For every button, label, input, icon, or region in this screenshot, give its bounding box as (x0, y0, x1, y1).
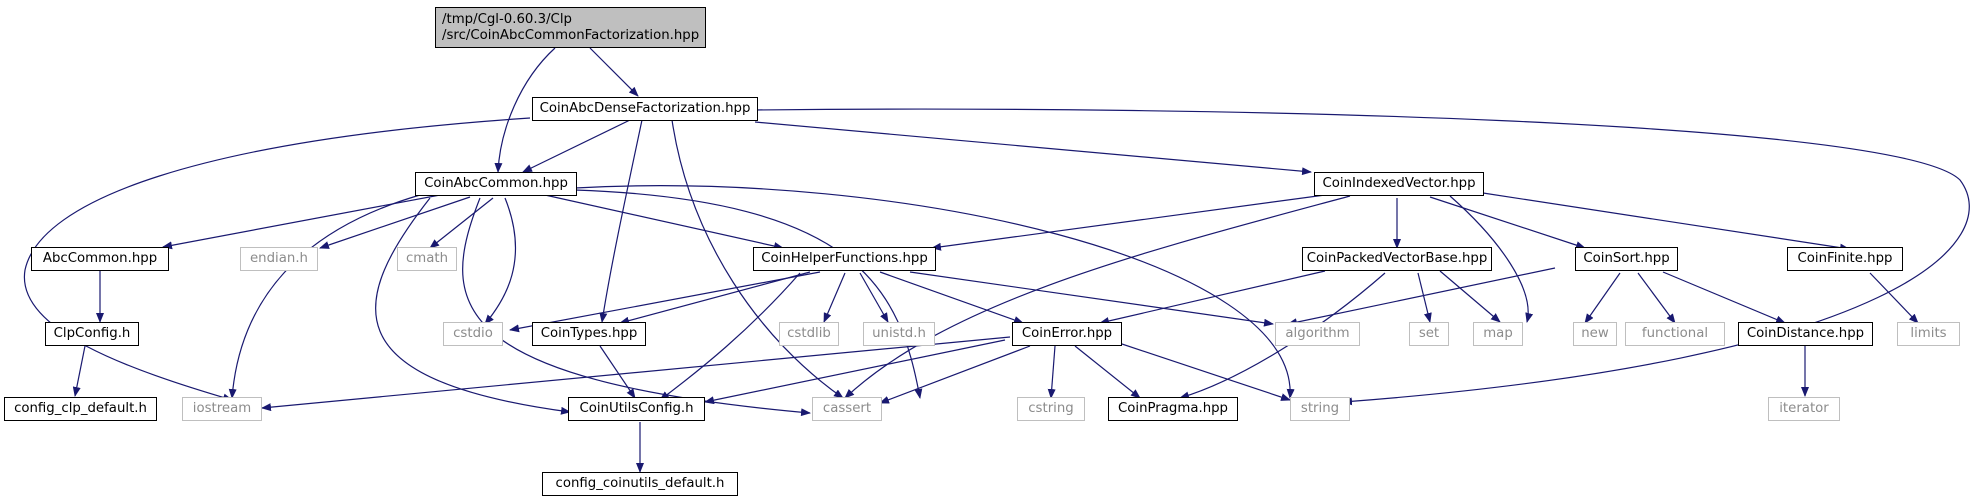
node-indexed-vector[interactable]: CoinIndexedVector.hpp (1314, 172, 1484, 196)
edge-packed-map (1439, 270, 1501, 323)
edge-dense-indexed (754, 121, 1312, 176)
edge-error-cstring (1047, 345, 1056, 399)
edge-sort-algorithm (1287, 267, 1556, 327)
node-algorithm[interactable]: algorithm (1275, 322, 1360, 346)
edge-common-string (574, 185, 1295, 399)
edge-dense-types (599, 119, 643, 323)
node-dense-factorization[interactable]: CoinAbcDenseFactorization.hpp (532, 97, 758, 121)
edge-sort-distance (1662, 271, 1786, 324)
edge-common-cstdio (484, 197, 517, 325)
edge-common-endian (319, 196, 471, 249)
edge-root-common (494, 47, 556, 173)
node-packed-vector-base[interactable]: CoinPackedVectorBase.hpp (1302, 247, 1492, 271)
node-cstdlib[interactable]: cstdlib (779, 322, 839, 346)
edge-common-cmath (429, 197, 494, 249)
edge-helper-utilsconfig (659, 272, 801, 401)
node-config-coinutils-default[interactable]: config_coinutils_default.h (542, 472, 738, 496)
edge-dense-cassert (671, 119, 844, 399)
edge-dense-common (522, 119, 631, 173)
node-map[interactable]: map (1473, 322, 1523, 346)
node-endian[interactable]: endian.h (240, 247, 318, 271)
edge-clpconfig-configclp (72, 345, 86, 397)
node-abc-common-h[interactable]: AbcCommon.hpp (31, 247, 169, 271)
root-line-2: /src/CoinAbcCommonFactorization.hpp (442, 27, 700, 43)
edge-helper-cstdio (509, 271, 821, 333)
edge-indexed-sort (1429, 196, 1586, 249)
edge-error-cassert (879, 345, 1031, 404)
node-limits[interactable]: limits (1897, 322, 1960, 346)
node-functional[interactable]: functional (1625, 322, 1725, 346)
edge-error-iostream (261, 336, 1011, 412)
edge-error-utilsconfig (704, 339, 1006, 405)
node-abc-common[interactable]: CoinAbcCommon.hpp (415, 172, 577, 196)
node-cmath[interactable]: cmath (397, 247, 457, 271)
node-coin-sort[interactable]: CoinSort.hpp (1575, 247, 1678, 271)
edge-indexed-map (1449, 195, 1534, 323)
edge-helper-cstdlib (823, 272, 846, 323)
edge-common-cassert (462, 197, 811, 417)
node-iostream[interactable]: iostream (182, 397, 262, 421)
edge-indexed-cassert (844, 195, 1351, 399)
node-unistd[interactable]: unistd.h (863, 322, 935, 346)
edge-sort-new (1584, 272, 1621, 324)
edge-indexed-finite (1482, 192, 1850, 252)
node-config-clp-default[interactable]: config_clp_default.h (4, 397, 157, 421)
node-clp-config[interactable]: ClpConfig.h (45, 322, 139, 346)
node-string[interactable]: string (1290, 397, 1350, 421)
node-iterator[interactable]: iterator (1768, 397, 1840, 421)
node-set[interactable]: set (1409, 322, 1449, 346)
edge-common-iostream (228, 194, 421, 399)
edge-common-pragma (574, 189, 923, 399)
node-coin-types[interactable]: CoinTypes.hpp (532, 322, 646, 346)
node-utils-config[interactable]: CoinUtilsConfig.h (568, 397, 705, 421)
edge-common-utilsconfig (375, 197, 571, 415)
root-line-1: /tmp/Cgl-0.60.3/Clp (442, 11, 572, 27)
node-helper-functions[interactable]: CoinHelperFunctions.hpp (753, 247, 936, 271)
edge-common-helper (544, 194, 784, 250)
node-cassert[interactable]: cassert (812, 397, 882, 421)
edge-packed-error (1099, 270, 1326, 325)
node-coin-pragma[interactable]: CoinPragma.hpp (1108, 397, 1238, 421)
edge-types-utilsconfig (599, 345, 636, 399)
node-cstring[interactable]: cstring (1017, 397, 1085, 421)
edge-error-pragma (1074, 345, 1141, 399)
edge-sort-functional (1637, 272, 1676, 324)
edge-indexed-helper (931, 194, 1326, 251)
edge-helper-error (879, 271, 1024, 324)
edge-helper-types (619, 271, 811, 325)
node-coin-finite[interactable]: CoinFinite.hpp (1787, 247, 1903, 271)
edge-root-dense (589, 47, 639, 97)
node-coin-distance[interactable]: CoinDistance.hpp (1738, 322, 1873, 346)
node-coin-error[interactable]: CoinError.hpp (1012, 322, 1122, 346)
edge-helper-algorithm (909, 271, 1274, 327)
edge-packed-set (1417, 272, 1432, 323)
edge-finite-limits (1869, 272, 1919, 324)
edge-error-string (1109, 339, 1291, 401)
edge-helper-unistd (859, 272, 889, 323)
node-cstdio[interactable]: cstdio (443, 322, 503, 346)
root-node[interactable]: /tmp/Cgl-0.60.3/Clp /src/CoinAbcCommonFa… (435, 7, 706, 48)
edge-packed-pragma (1179, 272, 1386, 400)
node-new[interactable]: new (1573, 322, 1617, 346)
